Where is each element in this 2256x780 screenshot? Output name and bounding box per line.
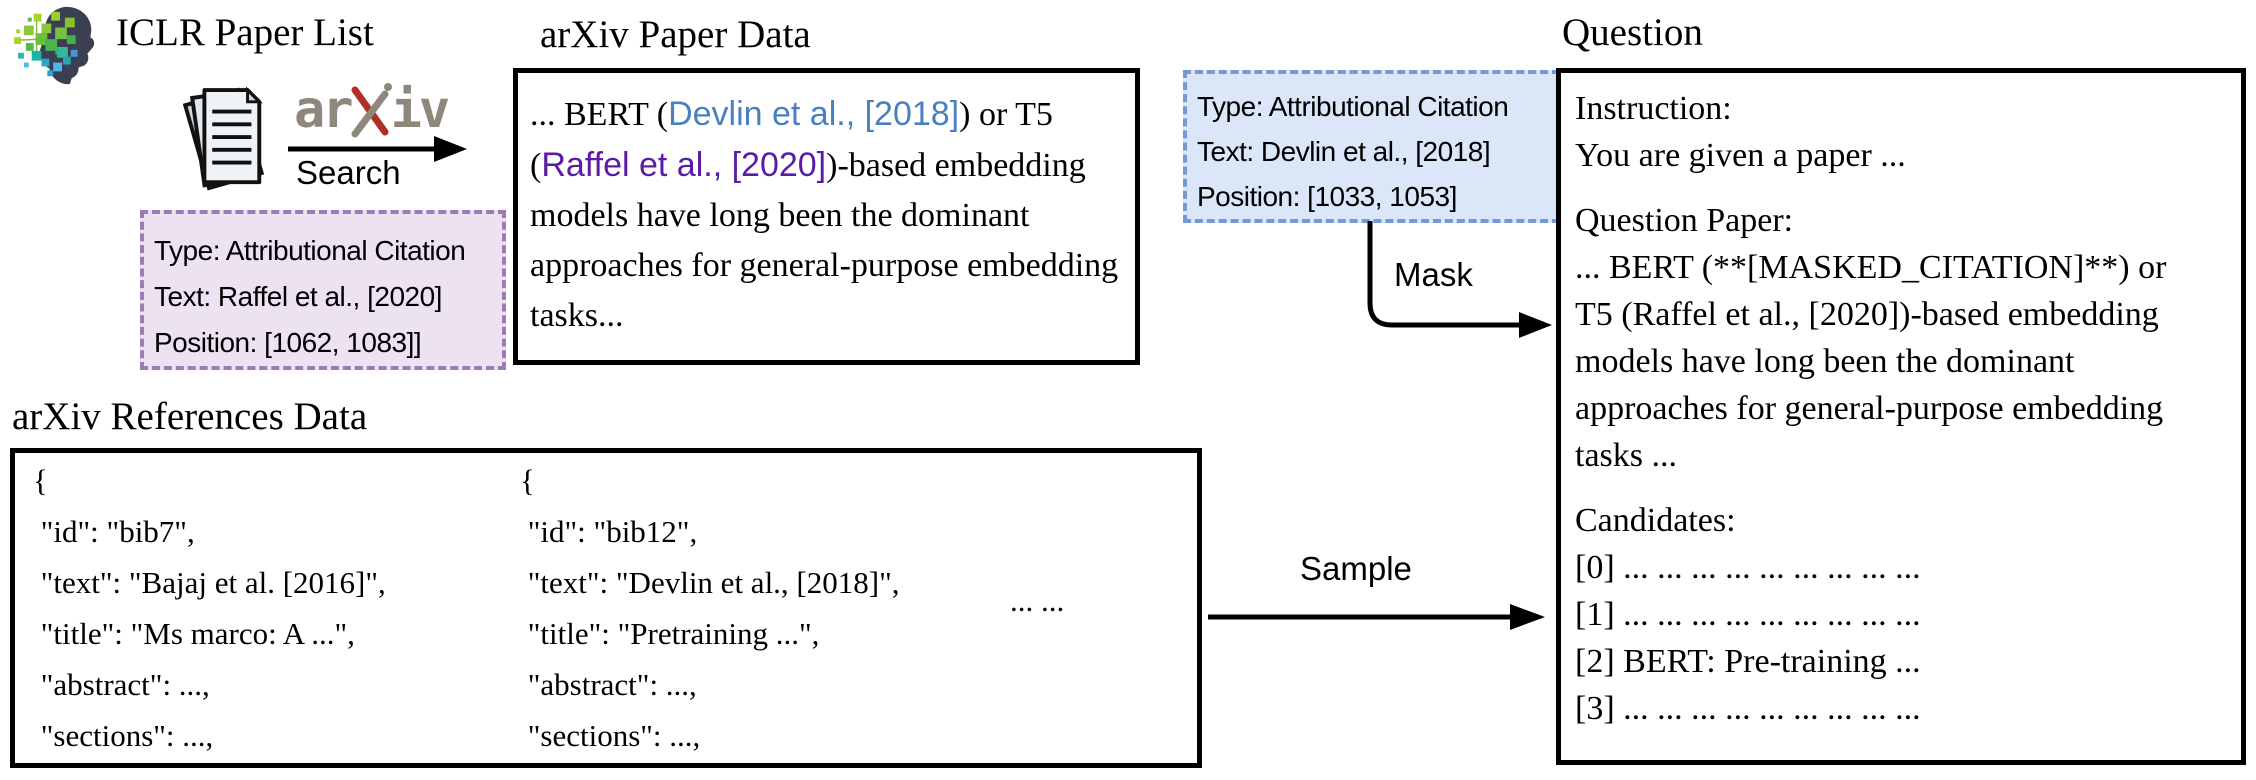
candidate-3: [3] ... ... ... ... ... ... ... ... ... [1575,690,1921,727]
json-line: { [33,463,48,498]
json-line: "title": "Pretraining ...", [520,616,820,651]
json-line: "text": "Bajaj et al. [2016]", [33,565,386,600]
paper-stack-icon [182,86,265,191]
json-line: "title": "Ms marco: A ...", [33,616,355,651]
pixel-squares [14,11,78,77]
instruction-label: Instruction: [1575,90,1732,127]
question-box: Instruction: You are given a paper ... Q… [1556,68,2246,765]
json-line: "sections": ..., [520,718,701,753]
mask-arrow-label: Mask [1394,256,1473,293]
paper-text-line-1: ... BERT (Devlin et al., [2018]) or T5 [530,89,1135,140]
devlin-citation-annotation: Type: Attributional Citation Text: Devli… [1183,70,1560,223]
json-line: { [520,463,535,498]
paper-text-line-5: tasks... [530,297,624,334]
raffel-citation-annotation: Type: Attributional Citation Text: Raffe… [140,210,506,370]
annotation-text-line: Text: Raffel et al., [2020] [154,281,442,312]
reference-entry-bib7: { "id": "bib7", "text": "Bajaj et al. [2… [33,455,386,761]
instruction-text: You are given a paper ... [1575,137,1906,174]
json-line: "id": "bib7", [33,514,195,549]
search-arrow [288,136,467,162]
annotation-text-line: Text: Devlin et al., [2018] [1197,136,1491,167]
arxiv-logo-iv: iv [390,80,451,140]
reference-entry-bib12: { "id": "bib12", "text": "Devlin et al.,… [520,455,899,761]
paper-text: ... BERT ( [530,96,669,133]
candidates-label: Candidates: [1575,502,1736,539]
json-line: "abstract": ..., [520,667,697,702]
paper-text: ) or T5 [959,96,1053,133]
json-line: "abstract": ..., [33,667,210,702]
question-paper-line-2: T5 (Raffel et al., [2020])-based embeddi… [1575,296,2159,333]
arxiv-chi-icon [351,83,392,138]
candidate-0: [0] ... ... ... ... ... ... ... ... ... [1575,549,1921,586]
arxiv-logo: ar iv [294,80,451,140]
paper-text-line-2: (Raffel et al., [2020])-based embedding [530,140,1135,191]
annotation-type-line: Type: Attributional Citation [1197,91,1509,122]
question-paper-line-3: models have long been the dominant [1575,343,2075,380]
iclr-paper-list-title: ICLR Paper List [116,11,374,54]
annotation-position-line: Position: [1062, 1083]] [154,327,422,358]
question-title: Question [1562,11,1703,54]
json-line: "text": "Devlin et al., [2018]", [520,565,900,600]
devlin-citation-link: Devlin et al., [2018] [668,95,960,133]
question-paper-line-5: tasks ... [1575,437,1677,474]
annotation-position-line: Position: [1033, 1053] [1197,181,1457,212]
question-paper-line-4: approaches for general-purpose embedding [1575,390,2164,427]
arxiv-paper-data-title: arXiv Paper Data [540,13,811,56]
arxiv-paper-data-box: ... BERT (Devlin et al., [2018]) or T5 (… [513,68,1140,365]
iclr-brain-head-logo-icon [14,6,95,85]
sample-arrow-label: Sample [1300,550,1412,587]
json-line: "id": "bib12", [520,514,698,549]
sample-arrow [1208,604,1545,630]
mask-arrow [1367,221,1552,338]
arxiv-references-data-title: arXiv References Data [12,395,368,438]
json-line: "sections": ..., [33,718,214,753]
candidate-1: [1] ... ... ... ... ... ... ... ... ... [1575,596,1921,633]
question-paper-label: Question Paper: [1575,202,1794,239]
paper-text-line-4: approaches for general-purpose embedding [530,247,1119,284]
question-paper-line-1: ... BERT (**[MASKED_CITATION]**) or [1575,249,2167,286]
raffel-citation-link: Raffel et al., [2020] [541,146,827,184]
candidate-2: [2] BERT: Pre-training ... [1575,643,1921,680]
references-ellipsis: ... ... [1010,583,1065,618]
arxiv-references-data-box: { "id": "bib7", "text": "Bajaj et al. [2… [10,448,1202,768]
paper-text: )-based embedding [826,147,1086,184]
search-arrow-label: Search [296,154,401,191]
paper-text-line-3: models have long been the dominant [530,197,1030,234]
arxiv-logo-ar: ar [294,80,354,140]
annotation-type-line: Type: Attributional Citation [154,235,466,266]
paper-text: ( [530,147,542,184]
